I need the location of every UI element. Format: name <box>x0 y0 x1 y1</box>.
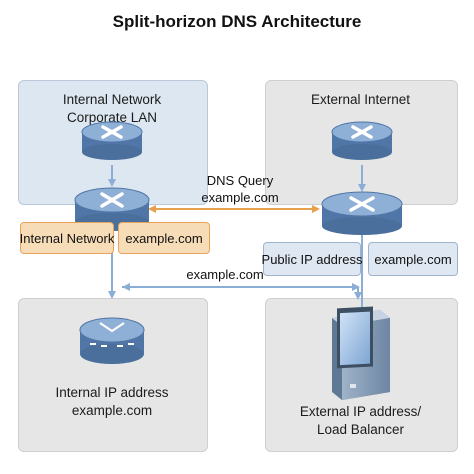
router-icon <box>321 191 403 235</box>
internal-servers-line2: example.com <box>71 403 153 419</box>
dns-query-label: DNS Query example.com <box>180 173 300 207</box>
internal-network-tag: Internal Network <box>20 222 114 254</box>
middle-domain-label: example.com <box>186 267 264 282</box>
server-icon <box>332 306 390 400</box>
diagram-title: Split-horizon DNS Architecture <box>112 12 362 31</box>
switch-icon <box>79 317 145 364</box>
internal-servers-line1: Internal IP address <box>55 385 169 400</box>
router-icon <box>74 187 150 231</box>
internal-network-line1: Internal Network <box>62 92 162 107</box>
external-servers-line1: External IP address/ <box>299 404 422 419</box>
internal-servers-caption: Internal IP address example.com <box>18 384 206 420</box>
arrow-icon <box>122 283 130 291</box>
router-icon <box>81 121 143 160</box>
dns-query-line2: example.com <box>201 189 279 205</box>
internal-domain-tag: example.com <box>118 222 210 254</box>
public-ip-tag: Public IP address <box>262 242 362 276</box>
internal-network-line2: Corporate LAN <box>66 110 158 126</box>
router-icon <box>331 121 393 160</box>
external-domain-tag: example.com <box>368 242 458 276</box>
external-servers-line2: Load Balancer <box>316 422 405 438</box>
external-internet-line1: External Internet <box>310 92 411 107</box>
internal-network-heading: Internal Network Corporate LAN <box>18 91 206 127</box>
external-internet-heading: External Internet <box>265 91 456 109</box>
external-servers-caption: External IP address/ Load Balancer <box>265 403 456 439</box>
dns-query-line1: DNS Query <box>206 173 274 188</box>
